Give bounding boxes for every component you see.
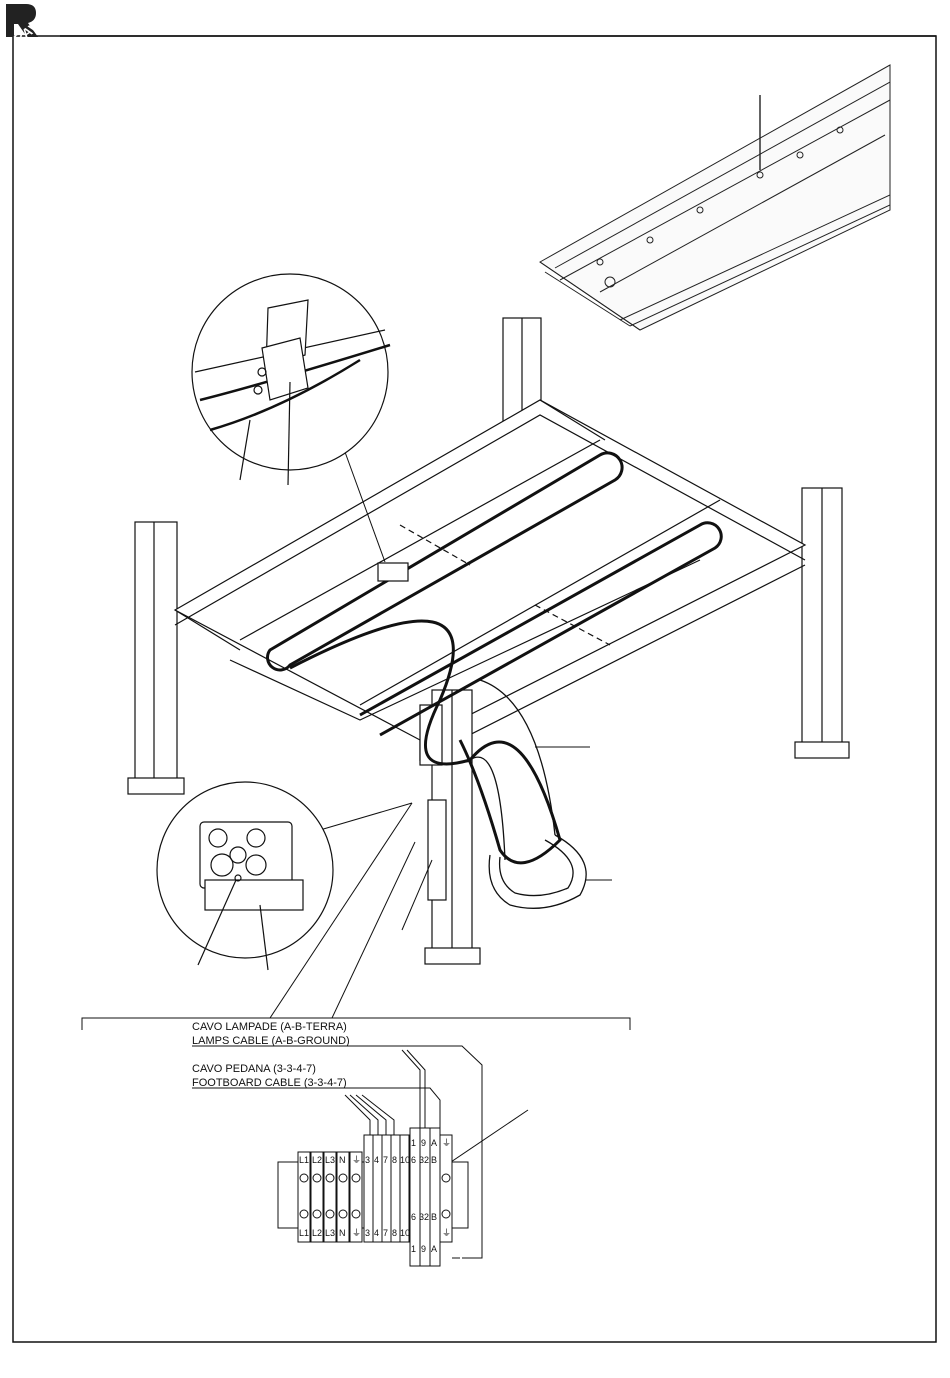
svg-text:32: 32 — [419, 1212, 429, 1222]
wiring-terminal-block: CAVO LAMPADE (A-B-TERRA) LAMPS CABLE (A-… — [82, 1018, 630, 1266]
detail-junction-box — [192, 274, 390, 485]
post-front-left — [128, 522, 184, 794]
detail-control-box — [157, 782, 333, 970]
svg-text:1: 1 — [411, 1138, 416, 1148]
svg-text:L1: L1 — [299, 1155, 309, 1165]
svg-text:6: 6 — [411, 1155, 416, 1165]
cable-spiral-conduit — [470, 680, 586, 908]
svg-text:9: 9 — [421, 1138, 426, 1148]
svg-text:A: A — [431, 1244, 437, 1254]
svg-text:10: 10 — [400, 1155, 410, 1165]
svg-text:32: 32 — [419, 1155, 429, 1165]
svg-text:3: 3 — [365, 1228, 370, 1238]
svg-text:1: 1 — [411, 1244, 416, 1254]
svg-text:L3: L3 — [325, 1228, 335, 1238]
svg-text:L2: L2 — [312, 1155, 322, 1165]
terminals-signal — [364, 1135, 409, 1242]
svg-text:L2: L2 — [312, 1228, 322, 1238]
svg-text:B: B — [431, 1155, 437, 1165]
svg-text:L1: L1 — [299, 1228, 309, 1238]
svg-text:A: A — [431, 1138, 437, 1148]
svg-text:N: N — [339, 1155, 346, 1165]
svg-text:7: 7 — [383, 1228, 388, 1238]
svg-text:10: 10 — [400, 1228, 410, 1238]
svg-text:L3: L3 — [325, 1155, 335, 1165]
svg-text:⏚: ⏚ — [352, 1228, 361, 1238]
svg-text:⏚: ⏚ — [442, 1228, 451, 1238]
svg-text:3: 3 — [365, 1155, 370, 1165]
post-right — [795, 488, 849, 758]
runway-platform-detail — [540, 65, 890, 330]
svg-text:8: 8 — [392, 1228, 397, 1238]
svg-text:⏚: ⏚ — [442, 1138, 451, 1148]
lamps-cable-en-label: LAMPS CABLE (A-B-GROUND) — [192, 1035, 350, 1047]
terminals-main-labels-bottom: L1 L2 L3 N ⏚ — [299, 1228, 361, 1238]
svg-text:8: 8 — [392, 1155, 397, 1165]
footboard-cable-it-label: CAVO PEDANA (3-3-4-7) — [192, 1063, 316, 1075]
svg-text:B: B — [431, 1212, 437, 1222]
footboard-cable-en-label: FOOTBOARD CABLE (3-3-4-7) — [192, 1077, 347, 1089]
svg-text:⏚: ⏚ — [352, 1155, 361, 1165]
lamps-cable-it-label: CAVO LAMPADE (A-B-TERRA) — [192, 1021, 347, 1033]
svg-text:4: 4 — [374, 1155, 379, 1165]
svg-text:9: 9 — [421, 1244, 426, 1254]
svg-text:N: N — [339, 1228, 346, 1238]
svg-text:6: 6 — [411, 1212, 416, 1222]
brand-logo: RAV — [6, 4, 42, 46]
terminals-main-labels-top: L1 L2 L3 N ⏚ — [299, 1155, 361, 1165]
svg-text:4: 4 — [374, 1228, 379, 1238]
svg-text:7: 7 — [383, 1155, 388, 1165]
